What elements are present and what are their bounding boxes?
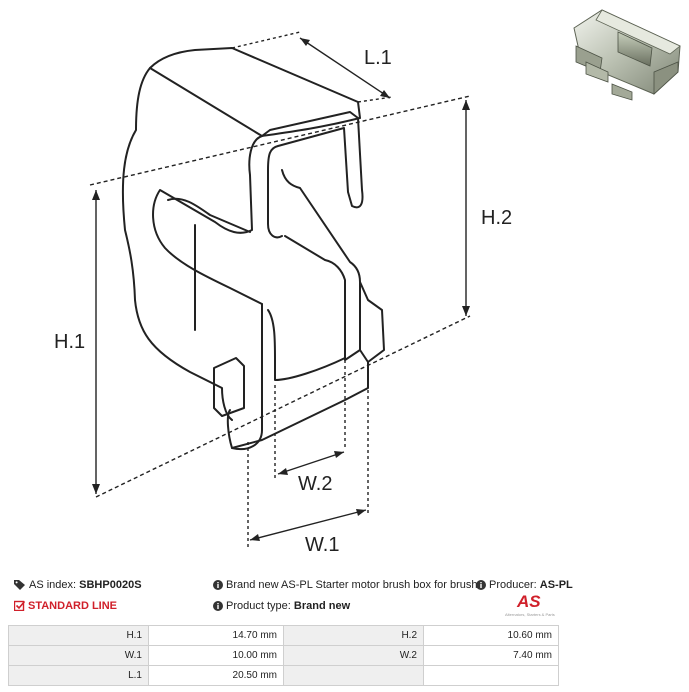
producer-value: AS-PL [539,579,573,591]
product-type-value: Brand new [293,600,351,612]
as-index-value: SBHP0020S [79,579,142,591]
tag-icon [14,580,25,590]
h2-label: H.2 [481,207,512,229]
l1-dimension-line [299,37,391,99]
info-icon [213,601,223,611]
spec-value: 14.70 mm [148,625,284,646]
brand-tagline: Alternators, Starters & Parts [505,612,555,617]
spec-label: H.1 [8,625,149,646]
part-top-face [149,47,361,137]
spec-label [283,665,424,686]
w2-dimension-line [277,451,345,475]
description: Brand new AS-PL Starter motor brush box … [213,578,479,592]
info-icon [476,580,486,590]
spec-value [423,665,559,686]
part-left-tab [213,357,245,417]
as-index: AS index: SBHP0020S [14,578,142,592]
part-inner-slot [167,197,251,233]
part-lower-lip [267,309,346,381]
standard-line-label: STANDARD LINE [28,600,118,612]
spec-label: H.2 [283,625,424,646]
technical-drawing: L.1 H.1 H.2 W.2 W.1 [54,31,512,556]
w1-label: W.1 [305,534,339,556]
spec-label: W.1 [8,645,149,666]
part-right-wall [359,281,385,363]
table-row: W.1 10.00 mm W.2 7.40 mm [8,645,559,666]
producer: Producer: AS-PL [476,578,573,592]
part-back-plate [261,111,364,239]
brand-logo: AS Alternators, Starters & Parts [505,592,561,620]
spec-label: W.2 [283,645,424,666]
part-front-profile [152,135,263,450]
product-type: Product type: Brand new [213,599,350,613]
info-icon [213,580,223,590]
standard-line: STANDARD LINE [14,599,117,613]
part-left-body [121,67,233,421]
spec-value: 20.50 mm [148,665,284,686]
description-text: Brand new AS-PL Starter motor brush box … [226,579,479,591]
spec-value: 10.00 mm [148,645,284,666]
check-icon [14,600,25,611]
spec-value: 7.40 mm [423,645,559,666]
producer-label: Producer: [489,579,537,591]
l1-label: L.1 [364,47,392,69]
specs-table: H.1 14.70 mm H.2 10.60 mm W.1 10.00 mm W… [8,625,559,686]
h1-label: H.1 [54,331,85,353]
brand-mark: AS [517,592,541,611]
spec-value: 10.60 mm [423,625,559,646]
spec-label: L.1 [8,665,149,686]
as-index-label: AS index: [29,579,77,591]
part-back-inner [281,169,361,361]
product-type-label: Product type: [226,600,291,612]
table-row: L.1 20.50 mm [8,665,559,686]
table-row: H.1 14.70 mm H.2 10.60 mm [8,625,559,646]
w1-dimension-line [249,509,367,541]
w2-label: W.2 [298,473,332,495]
product-photo [573,9,681,101]
